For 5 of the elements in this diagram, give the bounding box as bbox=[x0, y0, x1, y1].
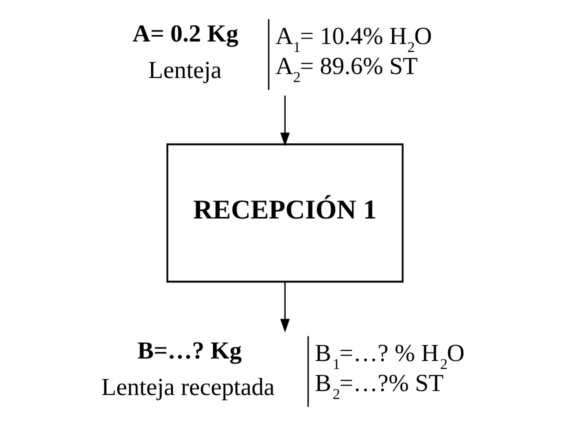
arrow bbox=[280, 282, 290, 332]
arrow bbox=[280, 96, 290, 146]
node-text: A= 0.2 Kg Lenteja A$_{1}$= 10.4% H$_{2}$O A$_{2}$= 89.6% ST bbox=[132, 20, 432, 86]
node-box: RECEPCIÓN 1 bbox=[166, 143, 404, 283]
node-text: B=…? Kg Lenteja receptada B$_{1}$=…? % H$_{2}$O B$_{2}$=…?% ST bbox=[101, 337, 465, 404]
